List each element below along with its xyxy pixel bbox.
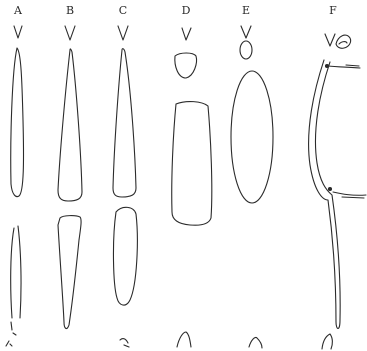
fragment-c-footer bbox=[120, 339, 129, 347]
apex-mark-d bbox=[182, 28, 191, 40]
body-cell-d bbox=[172, 102, 212, 226]
apex-mark-c bbox=[118, 26, 128, 40]
cell-a-lower-left bbox=[11, 228, 14, 318]
cell-a-lower-right bbox=[18, 226, 21, 318]
head-cell-d bbox=[175, 53, 197, 78]
apex-mark-b bbox=[65, 26, 75, 40]
stalk-f-inner bbox=[315, 62, 340, 320]
fragment-a-footer bbox=[6, 341, 12, 346]
column-e bbox=[231, 26, 273, 348]
column-d bbox=[172, 28, 212, 347]
head-cell-e bbox=[240, 41, 252, 59]
fragment-a-bottom bbox=[11, 322, 16, 335]
fragment-e-footer bbox=[249, 337, 262, 348]
elongated-cell-a-upper bbox=[11, 48, 24, 197]
apex-mark-f bbox=[325, 34, 335, 46]
crown-f-inner bbox=[339, 42, 347, 44]
column-a bbox=[6, 26, 24, 346]
column-c bbox=[113, 26, 137, 347]
apex-mark-a bbox=[14, 26, 22, 38]
tapered-cell-c-upper bbox=[113, 49, 136, 197]
node-f-upper bbox=[326, 65, 329, 68]
tapered-cell-b-lower bbox=[58, 216, 81, 329]
node-f-lower bbox=[329, 188, 332, 191]
column-b bbox=[58, 26, 82, 329]
apex-mark-e bbox=[241, 26, 251, 38]
fragment-d-footer bbox=[177, 332, 191, 347]
fragment-f-footer bbox=[322, 334, 332, 349]
tapered-cell-b-upper bbox=[58, 49, 82, 201]
rounded-cell-c-lower bbox=[113, 207, 137, 305]
body-cell-e bbox=[231, 71, 273, 203]
branch-f-lower bbox=[333, 192, 366, 198]
column-f bbox=[309, 34, 366, 349]
tip-f bbox=[336, 320, 340, 329]
stalk-f-outer bbox=[309, 60, 336, 322]
branch-f-upper bbox=[328, 65, 360, 68]
